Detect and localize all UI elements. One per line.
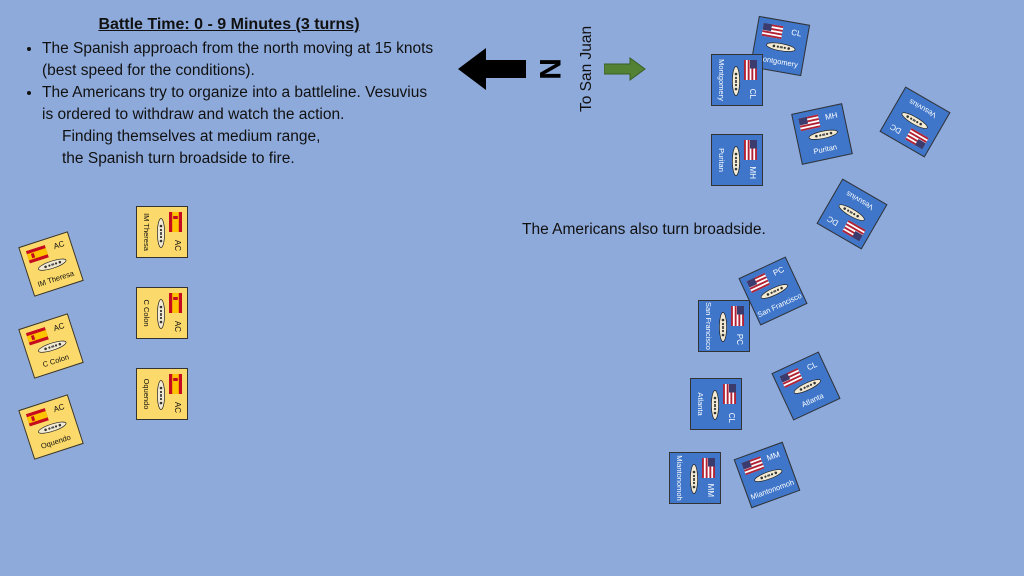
ship-icon <box>732 146 740 176</box>
ship-class: MH <box>748 166 757 179</box>
ship-class: CL <box>748 88 757 99</box>
briefing-bullets: The Spanish approach from the north movi… <box>14 38 434 126</box>
ship-icon <box>157 380 165 410</box>
american-broadside-note: The Americans also turn broadside. <box>522 221 766 238</box>
ship-class: AC <box>52 321 66 334</box>
american-flag-icon <box>798 114 820 131</box>
ship-class: PC <box>771 264 786 278</box>
ship-name: Puritan <box>812 142 838 157</box>
ship-class: CL <box>790 27 803 39</box>
american-ship-counter[interactable]: CL Montgomery <box>711 54 763 106</box>
spanish-ship-counter[interactable]: AC IM Theresa <box>136 206 188 258</box>
american-ship-counter[interactable]: PC San Francisco <box>698 300 750 352</box>
american-ship-counter[interactable]: CL Atlanta <box>690 378 742 430</box>
spanish-flag-icon <box>26 245 49 264</box>
american-flag-icon <box>762 23 784 39</box>
ship-class: DC <box>888 122 904 136</box>
american-flag-icon <box>741 456 764 475</box>
ship-name: IM Theresa <box>142 213 151 251</box>
spanish-flag-icon <box>169 293 182 313</box>
ship-icon <box>732 66 740 96</box>
ship-icon <box>690 464 698 494</box>
ship-name: C Colon <box>142 299 151 327</box>
spanish-flag-icon <box>26 408 49 427</box>
ship-class: AC <box>52 402 66 415</box>
spanish-flag-icon <box>169 212 182 232</box>
ship-class: AC <box>173 401 182 413</box>
american-flag-icon <box>744 60 757 80</box>
ship-name: Atlanta <box>696 392 705 416</box>
ship-icon <box>719 312 727 342</box>
american-flag-icon <box>723 384 736 404</box>
spanish-flag-icon <box>26 327 49 346</box>
american-flag-icon <box>731 306 744 326</box>
note-line-1: Finding themselves at medium range, <box>62 128 321 145</box>
american-ship-counter[interactable]: MH Puritan <box>711 134 763 186</box>
green-arrow-icon <box>604 57 646 81</box>
ship-name: Oquendo <box>142 378 151 410</box>
ship-class: PC <box>735 333 744 345</box>
ship-class: MM <box>765 449 782 463</box>
ship-icon <box>808 128 839 142</box>
american-ship-counter[interactable]: MH Puritan <box>791 103 853 165</box>
ship-name: Montgomery <box>717 59 726 101</box>
ship-class: MM <box>706 483 715 497</box>
ship-class: DC <box>825 214 841 228</box>
ship-class: AC <box>173 239 182 251</box>
ship-class: CL <box>727 412 736 423</box>
ship-icon <box>765 41 796 54</box>
note-line-2: the Spanish turn broadside to fire. <box>62 150 295 167</box>
to-san-juan-label: To San Juan <box>578 25 595 112</box>
ship-icon <box>157 218 165 248</box>
ship-name: San Francisco <box>704 302 713 350</box>
ship-class: MH <box>824 110 839 122</box>
spanish-broadside-note: Finding themselves at medium range, the … <box>62 126 434 170</box>
american-ship-counter[interactable]: MM Miantonomoh <box>669 452 721 504</box>
briefing-panel: Battle Time: 0 - 9 Minutes (3 turns) The… <box>14 14 434 170</box>
bullet-spanish-approach: The Spanish approach from the north movi… <box>42 38 434 82</box>
ship-class: AC <box>173 320 182 332</box>
american-flag-icon <box>702 458 715 478</box>
ship-class: CL <box>805 359 819 373</box>
battle-time-title: Battle Time: 0 - 9 Minutes (3 turns) <box>98 16 360 33</box>
north-arrow-icon: N <box>458 48 566 90</box>
american-flag-icon <box>744 140 757 160</box>
ship-icon <box>711 390 719 420</box>
ship-class: AC <box>52 239 66 252</box>
ship-name: Puritan <box>717 148 726 172</box>
north-letter: N <box>533 58 566 80</box>
ship-icon <box>157 299 165 329</box>
spanish-ship-counter[interactable]: AC Oquendo <box>136 368 188 420</box>
spanish-ship-counter[interactable]: AC C Colon <box>136 287 188 339</box>
spanish-flag-icon <box>169 374 182 394</box>
bullet-american-battleline: The Americans try to organize into a bat… <box>42 82 434 126</box>
ship-name: Miantonomoh <box>675 455 684 501</box>
